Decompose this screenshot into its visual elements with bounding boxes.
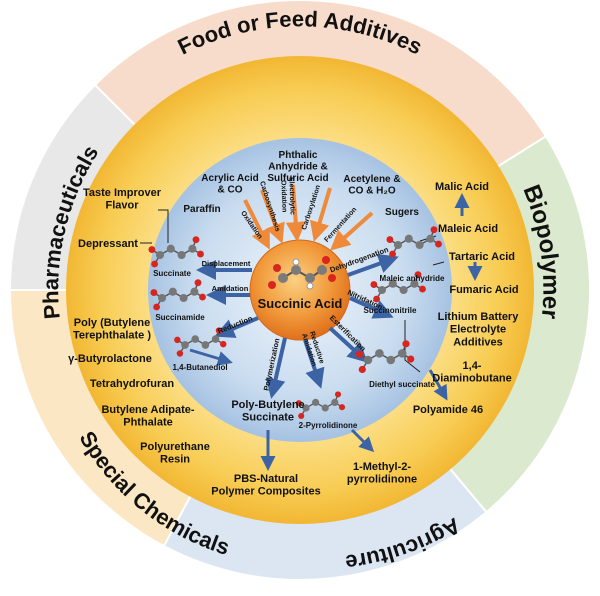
arrow-nmp [350,428,375,453]
arrow-polymerization [265,337,287,399]
label-tartaric-acid: Tartaric Acid [449,251,515,263]
succinic-acid-molecule-icon [268,256,336,290]
leader-tartaric [432,261,445,266]
arrow-reduction-out [214,316,259,338]
leader-taste [158,209,169,243]
arrow-fermentation [330,211,374,251]
product-butanediol: 1,4-Butanediol [172,363,227,372]
arrow-nitridation [349,296,394,319]
label-1-4-diaminobutane: 1,4-Diaminobutane [432,360,511,385]
feedstock-paraffin: Paraffin [183,204,220,215]
diethyl-succinate-molecule-icon [355,340,415,374]
product-succinonitrile: Succinonitrile [364,306,417,315]
reaction-electrolytic-oxidation: ElectrolyticOxidation [279,177,295,215]
arrow-electrolytic-oxidation [285,184,306,242]
feedstock-sugers: Sugers [385,207,419,218]
arrow-dehydrogenation [347,254,399,277]
feedstock-acrylic-acid: Acrylic Acid& CO [201,173,258,196]
label-depressant: Depressant [78,238,138,250]
label-maleic-acid: Maleic Acid [438,223,498,235]
label-1-methyl-2-pyrrolidinone: 1-Methyl-2-pyrrolidinone [347,461,417,486]
leader-lithium [404,320,421,373]
arrow-carboxylation [310,187,332,242]
arrow-oxidation [243,199,270,250]
center-label: Succinic Acid [258,296,343,311]
arrow-carbosynthesis [260,189,285,244]
succinamide-molecule-icon [150,279,206,311]
arrow-reductive-amination [303,339,325,389]
butanediol-molecule-icon [174,327,227,357]
product-succinate: Succinate [153,269,191,278]
pyrrolidinone-molecule-icon [295,391,346,420]
product-succinamide: Succinamide [155,313,205,322]
arrow-butanediol [189,348,233,366]
succinonitrile-molecule-icon [370,271,426,303]
label-malic-acid: Malic Acid [435,181,489,193]
product-maleic-anhydride: Maleic anhydride [380,274,445,283]
label-tetrahydrofuran: Tetrahydrofuran [90,378,174,390]
maleic-anhydride-molecule-icon [386,226,442,258]
molecule-icons [148,226,442,420]
succinate-molecule-icon [148,236,204,268]
label-gamma-butyrolactone: γ-Butyrolactone [68,353,152,365]
product-diethyl-succinate: Diethyl succinate [369,380,435,389]
reaction-displacement: Displacement [202,259,251,268]
arrow-polyamide [428,369,448,401]
label-polyamide-46: Polyamide 46 [413,404,483,416]
reaction-amidation: Amidation [212,284,249,293]
product-2-pyrrolidinone: 2-Pyrrolidinone [299,421,358,430]
feedstock-acetylene: Acetylene &CO & H₂O [343,174,400,197]
label-butylene-adipate-phthalate: Butylene Adipate-Phthalate [101,404,194,429]
label-fumaric-acid: Fumaric Acid [449,284,518,296]
